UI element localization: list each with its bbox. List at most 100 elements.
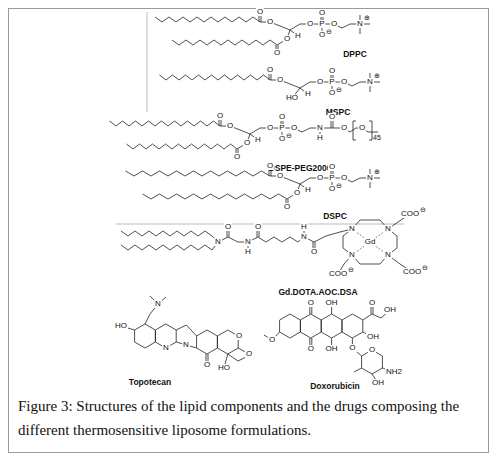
atom-label: O xyxy=(306,20,314,28)
figure-caption: Figure 3: Structures of the lipid compon… xyxy=(18,394,480,442)
atom-label: O xyxy=(266,124,274,132)
atom-label: H xyxy=(254,136,262,144)
compound-name: DPPC xyxy=(342,50,368,59)
bond-line xyxy=(228,354,246,361)
bond-line xyxy=(369,121,372,122)
atom-label: O xyxy=(307,299,315,307)
bond-line xyxy=(143,194,288,199)
atom-label: N xyxy=(182,341,190,349)
atom-label: N xyxy=(214,238,222,246)
atom-label: O xyxy=(318,31,326,39)
atom-label: H xyxy=(316,134,324,142)
bond-line xyxy=(110,121,221,126)
bond-line xyxy=(353,121,354,140)
atom-label: H xyxy=(304,186,312,194)
bond-line xyxy=(280,26,290,30)
bond-line xyxy=(228,237,238,242)
atom-label: O xyxy=(216,112,224,120)
bond-line xyxy=(352,82,360,86)
atom-label: O xyxy=(358,124,366,132)
atom-label: O xyxy=(328,89,336,97)
bond-line xyxy=(363,314,372,320)
atom-label: P xyxy=(278,124,285,132)
atom-label: O xyxy=(268,336,276,344)
atom-label: O xyxy=(283,203,291,211)
atom-label: O xyxy=(266,66,274,74)
atom-label: O xyxy=(276,172,284,180)
atom-label: N xyxy=(384,225,392,233)
charge-sign: ⊕ xyxy=(373,168,381,175)
atom-label: O xyxy=(310,248,318,256)
bond-line xyxy=(126,171,271,176)
bond-line xyxy=(372,121,373,140)
atom-label: O xyxy=(368,299,376,307)
bond-lines xyxy=(110,12,413,383)
charge-sign: ⊖ xyxy=(335,86,343,93)
bond-line xyxy=(368,132,378,133)
atom-label: P xyxy=(328,78,335,86)
compound-name: DSPE-PEG2000 xyxy=(268,164,333,173)
bond-line xyxy=(176,342,196,348)
atom-label: O xyxy=(254,223,262,231)
bond-line xyxy=(155,17,260,22)
atom-label: H xyxy=(304,90,312,98)
bond-line xyxy=(321,314,342,338)
bond-line xyxy=(290,84,300,88)
atom-label: OH xyxy=(325,345,339,353)
atom-label: N xyxy=(348,225,356,233)
atom-label: O xyxy=(290,124,298,132)
bond-line xyxy=(352,220,388,229)
atom-label: O xyxy=(256,8,264,16)
atom-label: N xyxy=(366,78,374,86)
bond-line xyxy=(258,237,304,242)
bond-line xyxy=(354,368,362,372)
atom-label: O xyxy=(318,9,326,17)
compound-name: DSPC xyxy=(322,212,348,221)
coordination-lines xyxy=(352,229,388,255)
bond-line xyxy=(369,140,372,141)
atom-label: O xyxy=(348,344,356,352)
atom-label: O xyxy=(243,139,251,147)
bond-line xyxy=(127,144,238,149)
atom-label: O xyxy=(278,113,286,121)
bond-line xyxy=(160,75,271,80)
atom-label: O xyxy=(328,185,336,193)
atom-label: COO xyxy=(402,268,422,276)
panel-line xyxy=(147,12,148,112)
charge-sign: ⊕ xyxy=(373,72,381,79)
atom-label: OH xyxy=(383,306,397,314)
atom-label: P xyxy=(328,174,335,182)
bond-line xyxy=(342,24,350,28)
bond-line xyxy=(250,128,260,134)
atom-label: O xyxy=(226,122,234,130)
bond-line xyxy=(176,325,196,336)
atom-label: O xyxy=(307,345,315,353)
compound-name: Doxorubicin xyxy=(309,382,361,391)
charge-sign: ⊖ xyxy=(285,132,293,139)
atom-label: Gd xyxy=(364,238,377,246)
bond-line xyxy=(302,128,310,132)
atom-label: O xyxy=(368,346,376,354)
atom-label: P xyxy=(318,20,325,28)
charge-sign: ⊖ xyxy=(325,28,333,35)
charge-sign: ⊖ xyxy=(347,266,355,273)
atom-label: O xyxy=(266,162,274,170)
atom-label: OH xyxy=(366,333,380,341)
atom-label: H xyxy=(294,32,302,40)
atom-label: O xyxy=(328,113,336,121)
bond-line xyxy=(240,130,250,134)
atom-label: O xyxy=(328,163,336,171)
bond-line xyxy=(121,245,212,250)
bond-line xyxy=(121,231,212,236)
atom-label: HO xyxy=(217,364,231,372)
atom-label: O xyxy=(245,350,253,358)
atom-label: N xyxy=(154,300,162,308)
bond-line xyxy=(197,330,218,354)
charge-sign: ⊕ xyxy=(363,14,371,21)
atom-label: O xyxy=(273,49,281,57)
atom-label: N xyxy=(162,344,170,352)
compound-name: Topotecan xyxy=(128,378,172,387)
atom-label: OH xyxy=(325,299,339,307)
atom-label: O xyxy=(278,135,286,143)
